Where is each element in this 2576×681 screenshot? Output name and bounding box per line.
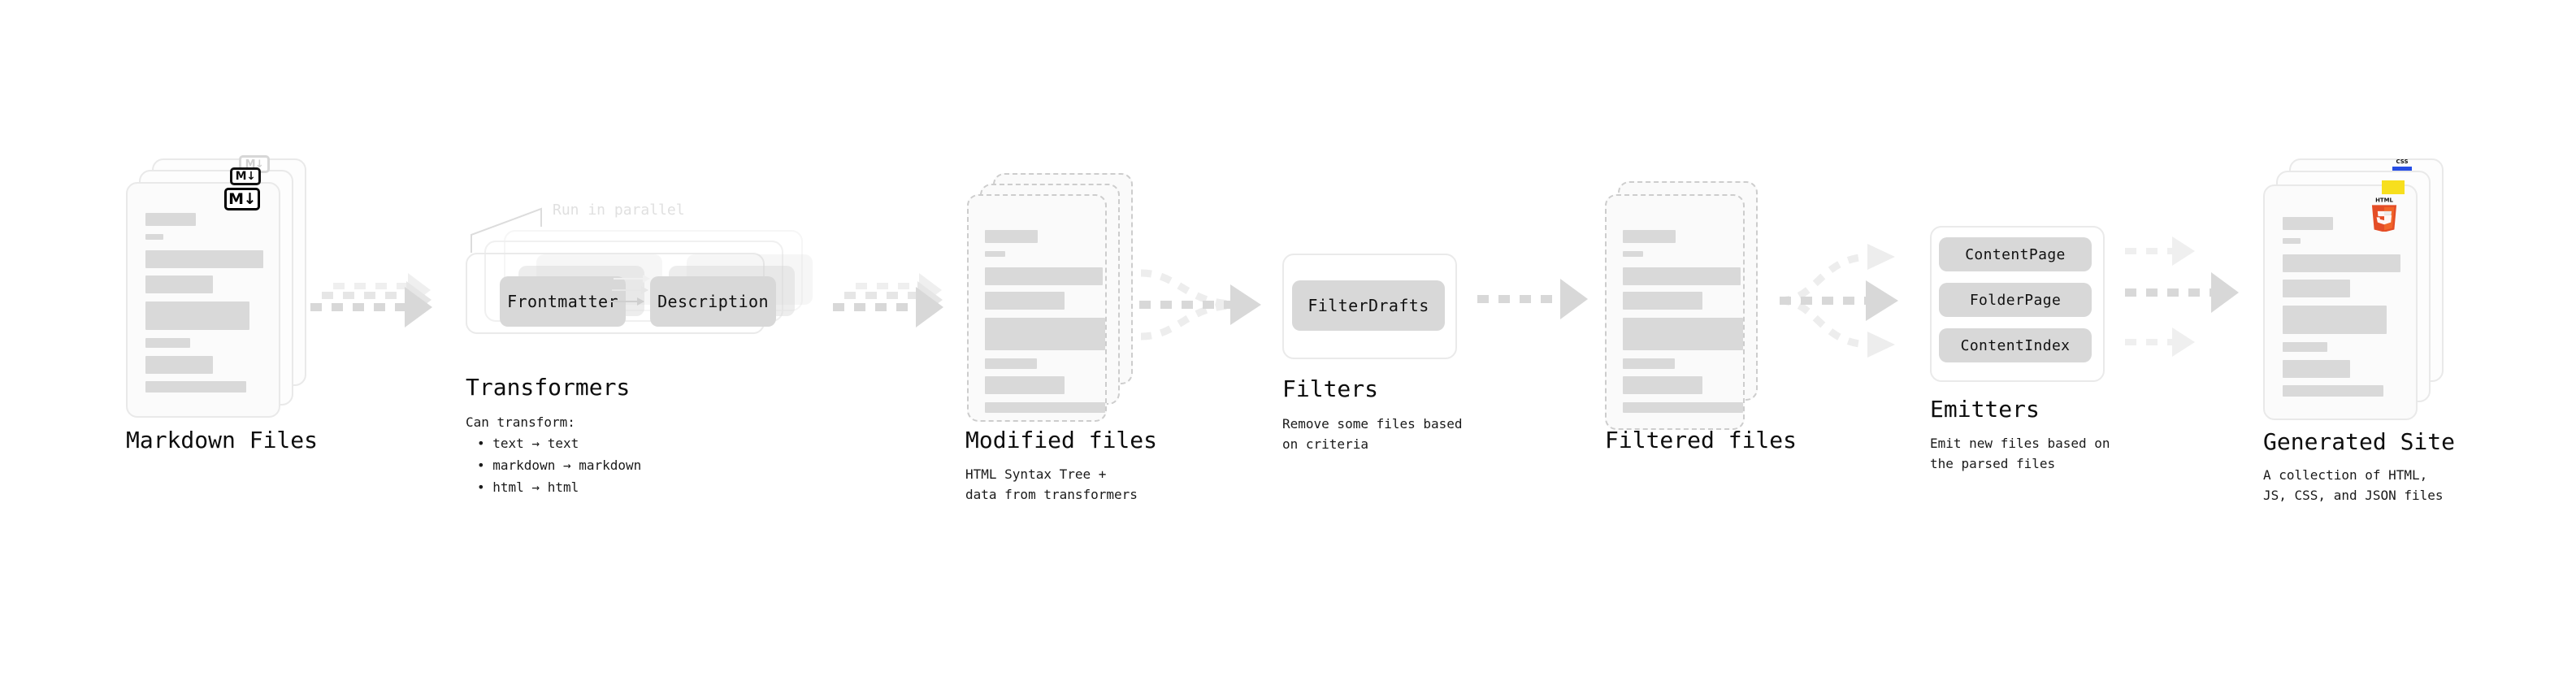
css-badge: CSS	[2392, 158, 2412, 171]
transformers-bullet-2: • markdown → markdown	[477, 458, 642, 473]
modified-card-content	[969, 196, 1105, 420]
html5-badge: HTML	[2371, 197, 2397, 232]
arrow-modified-to-filters	[1139, 269, 1261, 340]
transformer-inner-arrow	[608, 297, 644, 306]
transformers-box-mid	[484, 241, 783, 322]
filtered-card-front	[1605, 194, 1745, 430]
css-badge-label: CSS	[2396, 158, 2409, 165]
emitter-chip-contentindex[interactable]: ContentIndex	[1939, 328, 2092, 362]
js-badge	[2382, 180, 2405, 194]
transformer-chip-description[interactable]: Description	[650, 276, 776, 327]
svg-text:HTML: HTML	[2375, 197, 2393, 204]
filter-chip-filterdrafts[interactable]: FilterDrafts	[1292, 280, 1445, 331]
transformer-inner-arrow-mid	[612, 286, 648, 294]
transformer-chip-frontmatter[interactable]: Frontmatter	[500, 276, 626, 327]
markdown-badge-mid: M↓	[230, 167, 261, 185]
filters-subtitle: Remove some files based on criteria	[1282, 416, 1463, 452]
arrow-filtered-to-emitters	[1779, 244, 1898, 358]
markdown-files-stack: M↓ M↓ M↓	[126, 155, 306, 419]
filters-title: Filters	[1282, 375, 1379, 402]
arrow-filters-to-filtered	[1477, 279, 1599, 327]
markdown-files-title: Markdown Files	[126, 427, 319, 453]
markdown-badge: M↓	[224, 188, 260, 210]
transformers-bullet-3: • html → html	[477, 479, 579, 495]
arrow-markdown-to-transformers	[310, 272, 440, 337]
transformers-title: Transformers	[466, 374, 631, 401]
filtered-files-title: Filtered files	[1605, 427, 1798, 453]
arrow-transformers-to-modified	[833, 272, 963, 337]
transformers-bullet-1: • text → text	[477, 436, 579, 451]
emitters-subtitle: Emit new files based on the parsed files	[1930, 436, 2110, 471]
transformers-subtitle: Can transform:	[466, 414, 575, 430]
filters-box	[1282, 254, 1457, 359]
generated-site-stack: CSS HTML	[2263, 158, 2450, 427]
run-in-parallel-bracket	[471, 207, 542, 253]
site-card-content	[2265, 186, 2416, 419]
emitters-box	[1930, 226, 2105, 382]
generated-site-title: Generated Site	[2263, 428, 2456, 455]
emitter-chip-folderpage[interactable]: FolderPage	[1939, 283, 2092, 317]
arrow-emitters-to-site-bottom	[2125, 327, 2247, 363]
modified-card-front	[967, 194, 1107, 422]
generated-site-subtitle: A collection of HTML, JS, CSS, and JSON …	[2263, 467, 2444, 503]
markdown-card-front	[126, 182, 280, 418]
modified-files-subtitle: HTML Syntax Tree + data from transformer…	[965, 466, 1138, 502]
filtered-files-stack	[1605, 181, 1784, 441]
emitters-title: Emitters	[1930, 396, 2040, 423]
run-in-parallel-label: Run in parallel	[553, 202, 685, 219]
filtered-card-content	[1607, 196, 1743, 428]
arrow-emitters-to-site-mid	[2125, 272, 2255, 321]
arrow-emitters-to-site-top	[2125, 236, 2247, 272]
modified-files-title: Modified files	[965, 427, 1158, 453]
markdown-card-content	[128, 184, 279, 416]
modified-files-stack	[967, 173, 1146, 433]
emitter-chip-contentpage[interactable]: ContentPage	[1939, 237, 2092, 271]
transformer-inner-arrow-back	[614, 275, 650, 283]
